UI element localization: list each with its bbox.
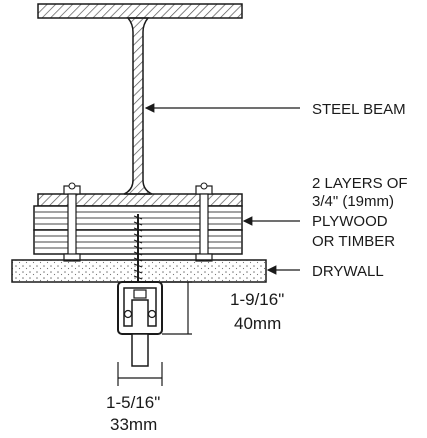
label-height-metric: 40mm <box>234 314 281 333</box>
label-layers-line1: 2 LAYERS OF <box>312 175 408 192</box>
height-dimension <box>162 281 192 335</box>
track-carrier-stem <box>131 333 149 367</box>
label-steel-beam: STEEL BEAM <box>312 101 406 118</box>
mounting-screw <box>133 214 143 288</box>
left-bolt <box>63 182 81 262</box>
label-width-metric: 33mm <box>110 415 157 434</box>
label-layers-line3: PLYWOOD <box>312 213 388 230</box>
label-layers-line4: OR TIMBER <box>312 233 395 250</box>
curtain-track-profile <box>117 281 163 367</box>
label-width-imperial: 1-5/16" <box>106 393 160 412</box>
steel-beam <box>37 3 243 207</box>
width-dimension <box>117 362 163 386</box>
label-height-imperial: 1-9/16" <box>230 290 284 309</box>
label-layers-line2: 3/4" (19mm) <box>312 193 394 210</box>
beam-top-flange <box>37 3 243 19</box>
label-drywall: DRYWALL <box>312 263 384 280</box>
beam-web <box>123 17 153 195</box>
